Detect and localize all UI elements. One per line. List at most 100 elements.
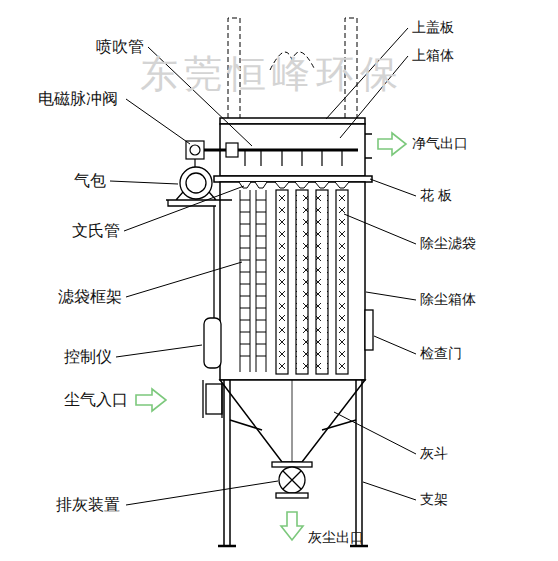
leader-lines [126,481,278,505]
spray-nozzles [260,150,261,166]
air-tank [213,206,214,318]
filter-bags [240,200,250,201]
part-label: 灰斗 [420,446,448,461]
leader-lines [374,336,416,354]
part-label: 灰尘出口 [308,530,364,545]
flow-arrows [281,512,303,540]
control-instrument [204,318,221,368]
support-legs [322,420,356,430]
control-instrument [204,318,221,368]
part-label: 上盖板 [412,20,454,35]
spray-nozzles [239,150,349,188]
pulse-valve [186,141,204,167]
housing [220,182,365,380]
filter-bags [240,272,250,273]
support-legs [223,380,225,546]
pulse-valve [186,141,204,159]
support-legs [218,380,368,546]
ash-hopper [220,380,365,462]
air-tank [166,167,232,318]
filter-bags [240,308,250,309]
leader-lines [344,214,416,244]
air-tank [180,167,212,199]
dust-inlet [221,380,222,418]
part-label: 除尘箱体 [420,292,476,307]
discharge-device [283,471,301,489]
filter-bags [256,212,266,213]
support-legs [229,380,231,546]
part-label: 上箱体 [412,48,454,63]
part-label: 支架 [420,492,448,507]
pulse-valve [194,159,195,167]
discharge-device [272,462,312,467]
air-tank [186,173,206,193]
filter-bags [240,356,250,357]
part-label: 气包 [74,172,106,190]
part-label: 滤袋框架 [58,288,122,306]
part-label: 电磁脉冲阀 [38,90,118,108]
filter-bags [256,296,266,297]
flow-arrows [136,389,166,411]
part-label: 净气出口 [412,136,468,151]
discharge-device [276,493,308,498]
spray-nozzles [341,150,342,166]
spray-nozzles [255,182,267,188]
filter-bags [240,344,250,345]
filter-bags [256,356,266,357]
filter-bags [240,190,348,374]
filter-bags [256,224,266,225]
inspection-door [365,310,373,350]
filter-bags [256,190,257,372]
leader-lines [116,345,202,357]
filter-bags [240,260,250,261]
support-legs [355,380,357,546]
filter-bags [256,320,266,321]
filter-bags [240,224,250,225]
leader-lines [363,482,416,500]
leader-lines [126,262,242,297]
leader-lines [334,412,416,454]
spray-pipe [226,143,238,157]
filter-bags [240,320,250,321]
filter-bags [250,190,251,372]
filter-bags [256,200,266,201]
filter-bags [240,332,250,333]
flow-arrows [378,133,406,155]
filter-bags [240,284,250,285]
watermark: 东莞恒峰环保 [140,54,404,96]
housing [220,182,365,380]
filter-bags [256,272,266,273]
ash-hopper [292,380,293,462]
filter-bags [256,308,266,309]
leader-lines [126,99,190,144]
spray-pipe [196,149,358,152]
dust-inlet [206,384,222,414]
air-tank [166,192,232,200]
filter-bags [240,212,250,213]
spray-nozzles [244,150,245,166]
filter-bags [256,332,266,333]
filter-bags [256,260,266,261]
dust-inlet [203,380,222,418]
spray-nozzles [295,182,309,188]
inspection-door [365,310,373,350]
spray-nozzles [335,182,349,188]
upper-box [365,133,372,135]
leader-lines [370,179,416,196]
support-legs [361,380,363,546]
part-label: 花 板 [420,188,452,203]
support-legs [350,545,368,548]
filter-bags [240,296,250,297]
spray-nozzles [301,150,302,166]
spray-nozzles [275,182,289,188]
filter-bags [336,190,348,374]
pulse-valve [190,145,200,155]
filter-bags [256,284,266,285]
filter-bags [276,190,288,374]
upper-box [220,118,365,124]
discharge-device [279,467,305,493]
part-label: 除尘滤袋 [420,236,476,251]
discharge-device [272,462,312,498]
filter-bags [240,236,250,237]
part-label: 控制仪 [64,348,112,366]
